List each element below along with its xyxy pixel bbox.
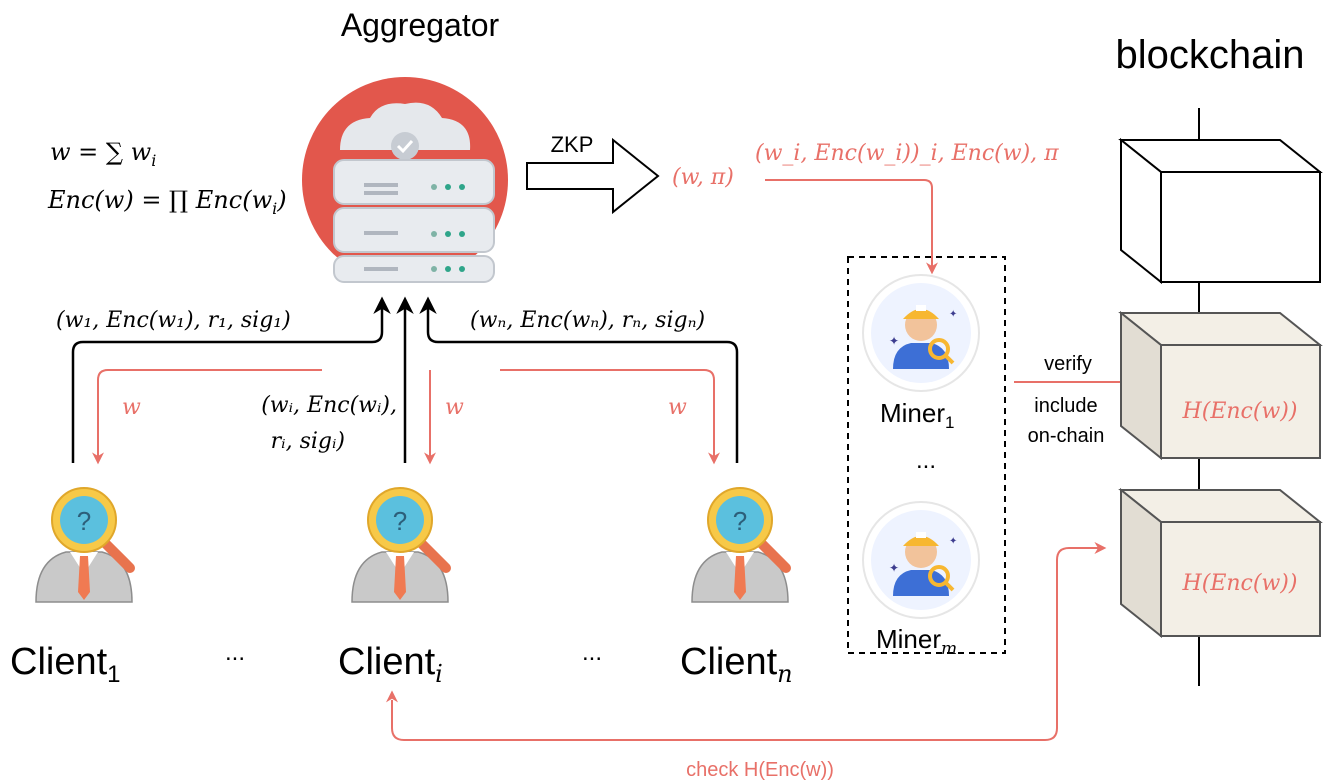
client-n-label: Clientn <box>680 641 793 688</box>
block-3: H(Enc(w)) <box>1118 487 1323 639</box>
aggregator-title: Aggregator <box>341 7 500 43</box>
w-label-clientn: w <box>668 395 687 420</box>
client-1-label: Client1 <box>10 641 121 688</box>
block-2: H(Enc(w)) <box>1118 310 1323 461</box>
block-3-label: H(Enc(w)) <box>1182 571 1298 596</box>
block-2-label: H(Enc(w)) <box>1182 399 1298 424</box>
zkp-label: ZKP <box>551 132 594 157</box>
check-label: check H(Enc(w)) <box>686 759 834 781</box>
client-icon <box>692 488 788 602</box>
clients-ellipsis-left: ... <box>225 639 245 666</box>
client1-message: (w₁, Enc(w₁), r₁, sig₁) <box>56 308 291 333</box>
block-1 <box>1118 137 1323 285</box>
miners-ellipsis: ... <box>916 447 936 474</box>
clienti-message-line2: rᵢ, sigᵢ) <box>271 429 345 454</box>
server-icon <box>302 77 508 283</box>
check-arrow <box>386 542 1107 741</box>
client1-to-aggregator-arrow <box>71 296 391 463</box>
w-label-clienti: w <box>445 395 464 420</box>
on-chain-label: on-chain <box>1028 425 1105 447</box>
w-to-clientn-arrow <box>500 369 720 465</box>
clienti-message-line1: (wᵢ, Enc(wᵢ), <box>261 393 397 418</box>
blockchain-title: blockchain <box>1115 33 1304 77</box>
client-icon <box>36 488 132 602</box>
sum-formula: w = ∑ wi <box>50 138 156 170</box>
clientn-to-aggregator-arrow <box>419 296 739 463</box>
prod-formula: Enc(w) = ∏ Enc(wi) <box>47 186 287 218</box>
aggregator-output: (w, π) <box>672 165 734 190</box>
verify-label: verify <box>1044 353 1092 375</box>
svg-text:w = ∑ wi: w = ∑ wi <box>50 138 156 170</box>
clients-ellipsis-right: ... <box>582 639 602 666</box>
svg-text:Enc(w) = ∏ Enc(wi): Enc(w) = ∏ Enc(wi) <box>47 186 287 218</box>
clientn-message: (wₙ, Enc(wₙ), rₙ, sigₙ) <box>470 308 705 333</box>
miner-m-label: Minerm <box>876 624 957 659</box>
miner-icon <box>861 273 981 393</box>
zkp-arrow <box>526 137 660 215</box>
miner-input-label: (w_i, Enc(w_i))_i, Enc(w), π <box>755 141 1059 166</box>
client-i-label: Clienti <box>338 641 443 688</box>
client-icon <box>352 488 448 602</box>
output-to-miners-arrow <box>765 179 938 275</box>
miner-icon <box>861 500 981 620</box>
w-to-client1-arrow <box>92 369 322 465</box>
miner-1-label: Miner1 <box>880 398 954 432</box>
include-label: include <box>1034 395 1097 417</box>
w-label-client1: w <box>122 395 141 420</box>
